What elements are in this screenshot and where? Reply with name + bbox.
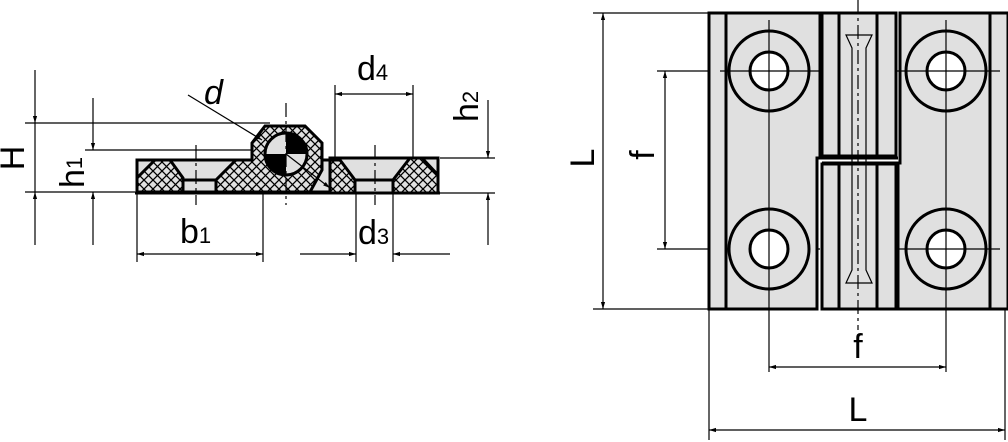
label-h1: h1 xyxy=(54,157,92,188)
d-leader-inner xyxy=(285,153,331,189)
pin-quadrant-3 xyxy=(265,154,286,175)
right-leaf xyxy=(896,11,1008,311)
d-leader xyxy=(187,94,263,141)
label-d4: d4 xyxy=(357,50,388,88)
label-h2: h2 xyxy=(448,91,486,122)
pin-quadrant-1 xyxy=(286,133,307,154)
side-view: H h1 h2 d d4 xyxy=(0,50,495,262)
right-countersink xyxy=(353,178,395,195)
label-H: H xyxy=(0,146,32,171)
knuckle-upper xyxy=(820,11,898,158)
label-f-vertical: f xyxy=(624,150,662,160)
front-view: L f xyxy=(564,0,1008,440)
pin-outline xyxy=(845,34,873,284)
knuckle-lower xyxy=(820,162,898,311)
label-b1: b1 xyxy=(180,213,211,251)
label-L-horizontal: L xyxy=(849,391,868,429)
label-L-vertical: L xyxy=(564,149,602,168)
left-countersink xyxy=(181,178,218,194)
label-d3: d3 xyxy=(358,214,389,252)
label-f-horizontal: f xyxy=(853,328,863,366)
label-d: d xyxy=(204,74,224,112)
